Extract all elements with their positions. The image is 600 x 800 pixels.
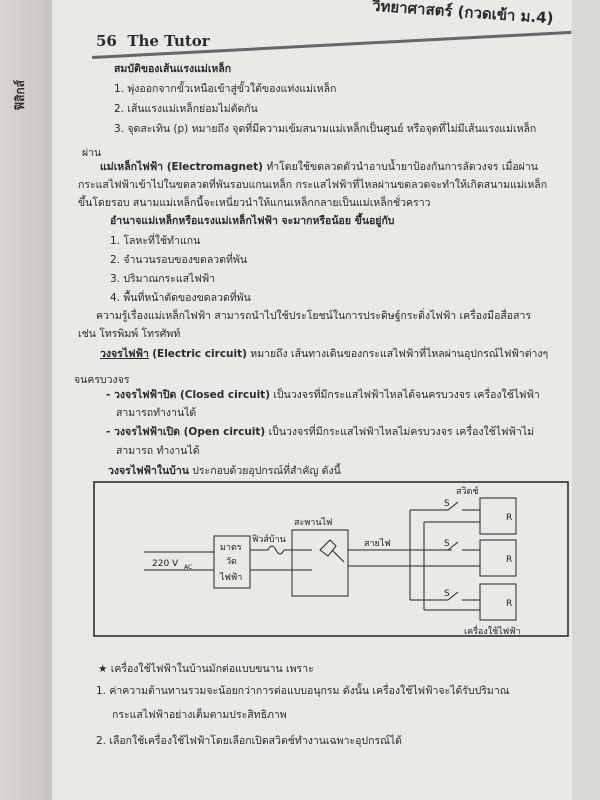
paragraph: - วงจรไฟฟ้าเปิด (Open circuit) เป็นวงจรท… xyxy=(106,425,534,439)
fuse-icon xyxy=(267,545,285,555)
book-page: วิทยาศาสตร์ (กวดเข้า ม.4) 56 The Tutor ส… xyxy=(52,0,572,800)
meter-box xyxy=(213,535,251,589)
text: เป็นวงจรที่มีกระแสไฟฟ้าไหลไม่ครบวงจร เคร… xyxy=(268,426,535,438)
appliance-label: เครื่องใช้ไฟฟ้า xyxy=(464,624,521,637)
meter-label: วัด xyxy=(226,557,237,567)
text: สามารถทำงานได้ xyxy=(116,407,197,419)
next-page-edge xyxy=(572,0,600,800)
resistor-r: R xyxy=(506,599,512,609)
resistor-r: R xyxy=(506,513,512,523)
text: เป็นวงจรที่มีกระแสไฟฟ้าไหลได้จนครบวงจร เ… xyxy=(273,389,540,401)
resistor-r: R xyxy=(506,555,512,565)
book-title: วิทยาศาสตร์ (กวดเข้า ม.4) xyxy=(371,0,555,28)
paragraph: วงจรไฟฟ้า (Electric circuit) หมายถึง เส้… xyxy=(100,347,548,361)
page-number: 56 xyxy=(96,32,117,50)
home-circuit-diagram: 220 V AC มาตร วัด ไฟฟ้า ฟิวส์บ้าน สะพานไฟ… xyxy=(93,481,569,637)
panel-label: สะพานไฟ xyxy=(294,517,332,528)
text: ขึ้นโดยรอบ สนามแม่เหล็กนี้จะเหนี่ยวนำให้… xyxy=(78,197,431,209)
wire-label: สายไฟ xyxy=(364,538,391,549)
appliance-box xyxy=(479,583,517,621)
list-item: 4. พื้นที่หน้าตัดของขดลวดที่พัน xyxy=(110,292,251,304)
list-item: 1. ค่าความต้านทานรวมจะน้อยกว่าการต่อแบบอ… xyxy=(96,685,510,697)
page-header: 56 The Tutor xyxy=(96,32,210,50)
term: วงจรไฟฟ้า xyxy=(100,348,149,360)
paragraph: - วงจรไฟฟ้าปิด (Closed circuit) เป็นวงจร… xyxy=(106,388,540,402)
text: หมายถึง เส้นทางเดินของกระแสไฟฟ้าที่ไหลผ่… xyxy=(250,348,549,360)
text: เช่น โทรพิมพ์ โทรศัพท์ xyxy=(78,328,181,340)
text: ทำโดยใช้ขดลวดตัวนำอาบน้ำยาป้องกันการลัดว… xyxy=(266,161,538,173)
appliance-box xyxy=(479,497,517,535)
text: ผ่าน xyxy=(82,147,102,159)
paragraph: แม่เหล็กไฟฟ้า (Electromagnet) ทำโดยใช้ขด… xyxy=(100,160,538,174)
panel-box xyxy=(291,529,349,597)
meter-label: ไฟฟ้า xyxy=(219,572,242,583)
switch-panel-icon xyxy=(319,539,345,563)
switch-label: สวิตช์ xyxy=(456,485,479,497)
list-item: 1. โลหะที่ใช้ทำแกน xyxy=(110,235,201,247)
book-spine: ฟิสิกส์ xyxy=(0,0,52,800)
voltage-subscript: AC xyxy=(184,564,192,571)
text: สามารถ ทำงานได้ xyxy=(116,445,200,457)
list-item: 3. จุดสะเทิน (p) หมายถึง จุดที่มีความเข้… xyxy=(114,123,537,135)
paragraph: วงจรไฟฟ้าในบ้าน ประกอบด้วยอุปกรณ์ที่สำคั… xyxy=(108,464,341,478)
voltage-label: 220 V xyxy=(152,559,179,569)
term-en: (Electric circuit) xyxy=(152,348,247,360)
text: จนครบวงจร xyxy=(74,374,130,386)
text: ★ เครื่องใช้ไฟฟ้าในบ้านมักต่อแบบขนาน เพร… xyxy=(98,663,314,675)
heading: สมบัติของเส้นแรงแม่เหล็ก xyxy=(114,63,232,75)
list-item: 3. ปริมาณกระแสไฟฟ้า xyxy=(110,273,216,285)
meter-label: มาตร xyxy=(220,543,242,553)
text: ความรู้เรื่องแม่เหล็กไฟฟ้า สามารถนำไปใช้… xyxy=(96,310,532,322)
switch-s: S xyxy=(444,499,450,509)
heading: อำนาจแม่เหล็กหรือแรงแม่เหล็กไฟฟ้า จะมากห… xyxy=(110,215,395,227)
list-item: 1. พุ่งออกจากขั้วเหนือเข้าสู่ขั้วใต้ของแ… xyxy=(114,83,337,95)
switch-s: S xyxy=(444,539,450,549)
term: แม่เหล็กไฟฟ้า (Electromagnet) xyxy=(100,161,263,173)
list-item: 2. เส้นแรงแม่เหล็กย่อมไม่ตัดกัน xyxy=(114,103,258,115)
appliance-box xyxy=(479,539,517,577)
text: ประกอบด้วยอุปกรณ์ที่สำคัญ ดังนี้ xyxy=(192,465,341,477)
fuse-label: ฟิวส์บ้าน xyxy=(252,533,286,545)
term: วงจรไฟฟ้าในบ้าน xyxy=(108,465,189,477)
book-name: The Tutor xyxy=(127,32,210,50)
term: - วงจรไฟฟ้าเปิด (Open circuit) xyxy=(106,426,266,438)
text: กระแสไฟฟ้าอย่างเต็มตามประสิทธิภาพ xyxy=(112,709,287,721)
list-item: 2. จำนวนรอบของขดลวดที่พัน xyxy=(110,254,248,266)
switch-s: S xyxy=(444,589,450,599)
text: กระแสไฟฟ้าเข้าไปในขดลวดที่พันรอบแกนเหล็ก… xyxy=(78,179,548,191)
diagram-frame xyxy=(93,481,569,637)
list-item: 2. เลือกใช้เครื่องใช้ไฟฟ้าโดยเลือกเปิดสว… xyxy=(96,735,402,747)
spine-label: ฟิสิกส์ xyxy=(13,80,27,111)
term: - วงจรไฟฟ้าปิด (Closed circuit) xyxy=(106,389,270,401)
